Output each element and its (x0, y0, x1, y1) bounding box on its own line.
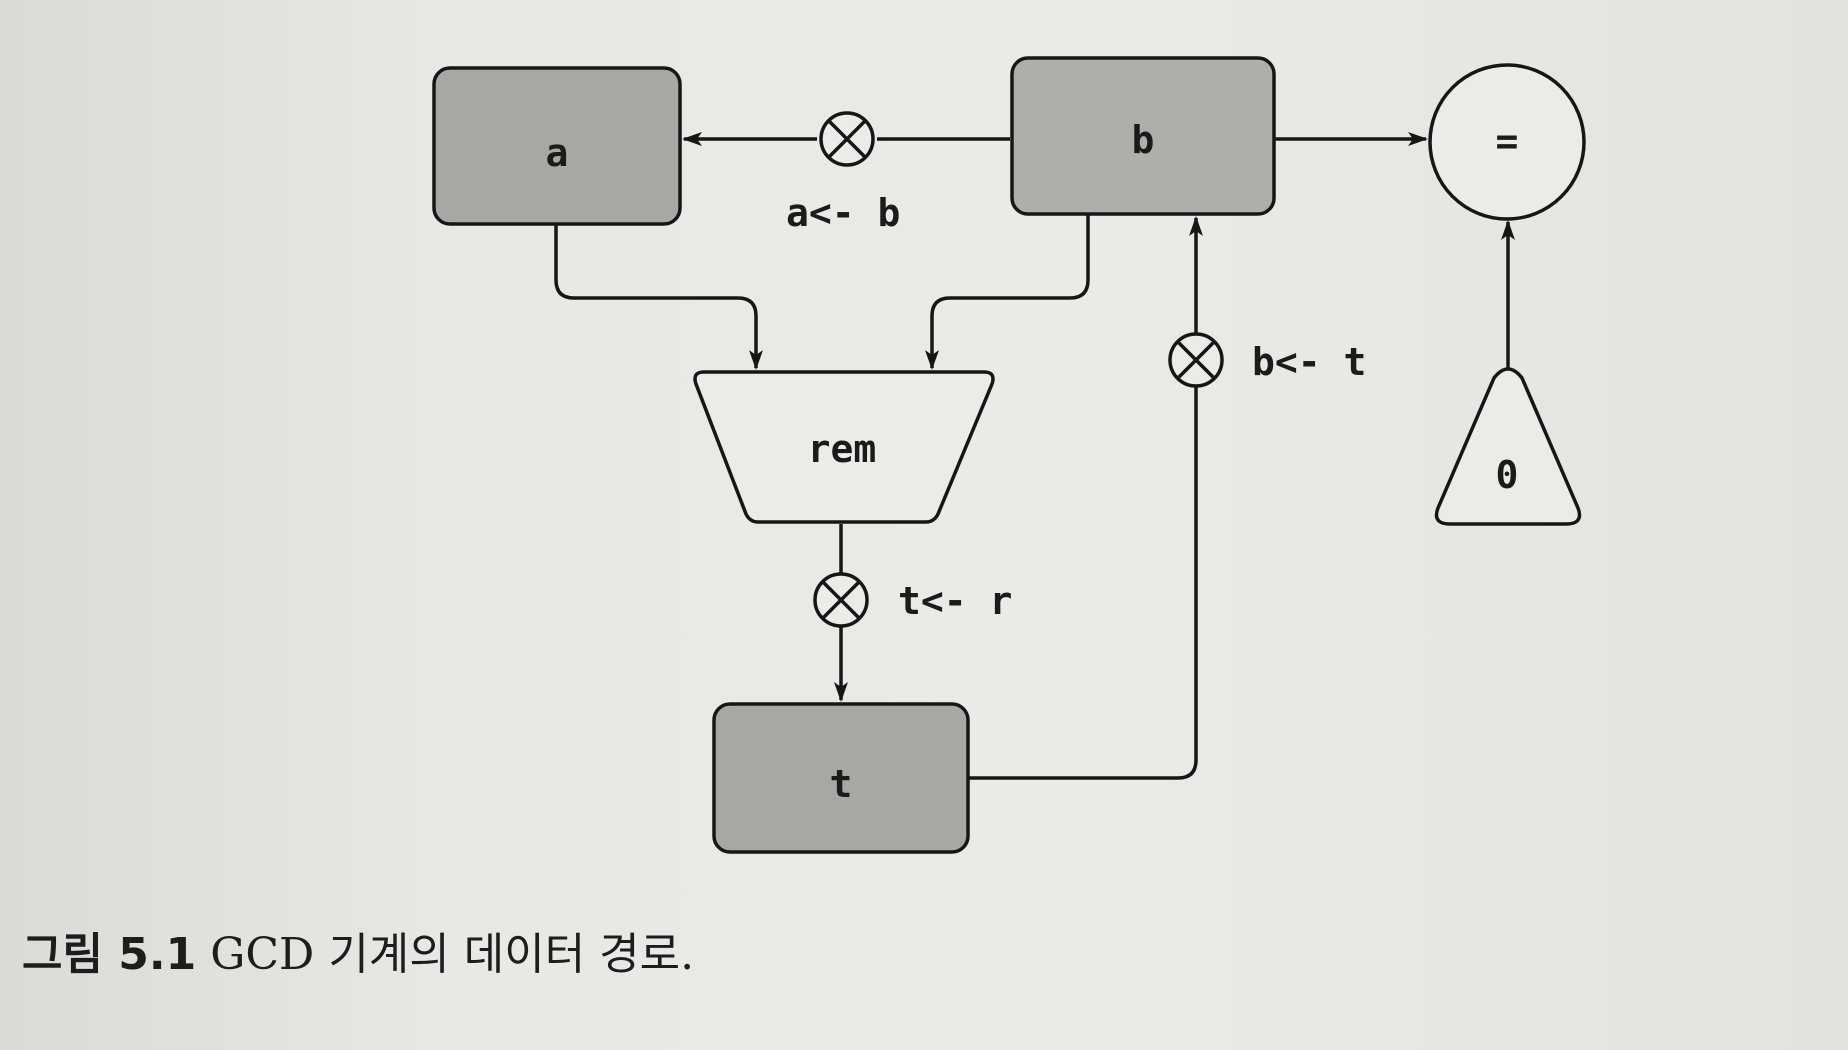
rem-label: rem (808, 427, 877, 471)
wire-t-to-button-bt (968, 382, 1198, 780)
register-b: b (1010, 56, 1276, 216)
figure-caption: 그림 5.1 GCD 기계의 데이터 경로. (22, 918, 694, 982)
register-a: a (432, 66, 682, 226)
register-t-label: t (830, 762, 853, 806)
button-a-from-b-label: a<- b (786, 191, 900, 235)
wire-a-to-rem (554, 222, 763, 370)
register-a-label: a (546, 131, 569, 175)
register-t: t (712, 702, 970, 854)
button-b-from-t: b<- t (1168, 332, 1366, 388)
figure-caption-label: 그림 5.1 (22, 929, 197, 980)
wires (554, 132, 1515, 780)
button-t-from-r: t<- r (813, 572, 1012, 628)
equality-test: = (1428, 63, 1586, 221)
constant-zero: 0 (1434, 367, 1582, 526)
constant-zero-label: 0 (1496, 453, 1519, 497)
button-b-from-t-label: b<- t (1252, 340, 1366, 384)
button-a-from-b: a<- b (786, 111, 900, 235)
figure-caption-text: GCD 기계의 데이터 경로. (210, 929, 695, 980)
equality-test-label: = (1496, 119, 1519, 163)
wire-b-to-rem (925, 215, 1090, 370)
button-t-from-r-label: t<- r (898, 579, 1012, 623)
rem-operation: rem (693, 370, 995, 524)
register-b-label: b (1132, 118, 1155, 162)
